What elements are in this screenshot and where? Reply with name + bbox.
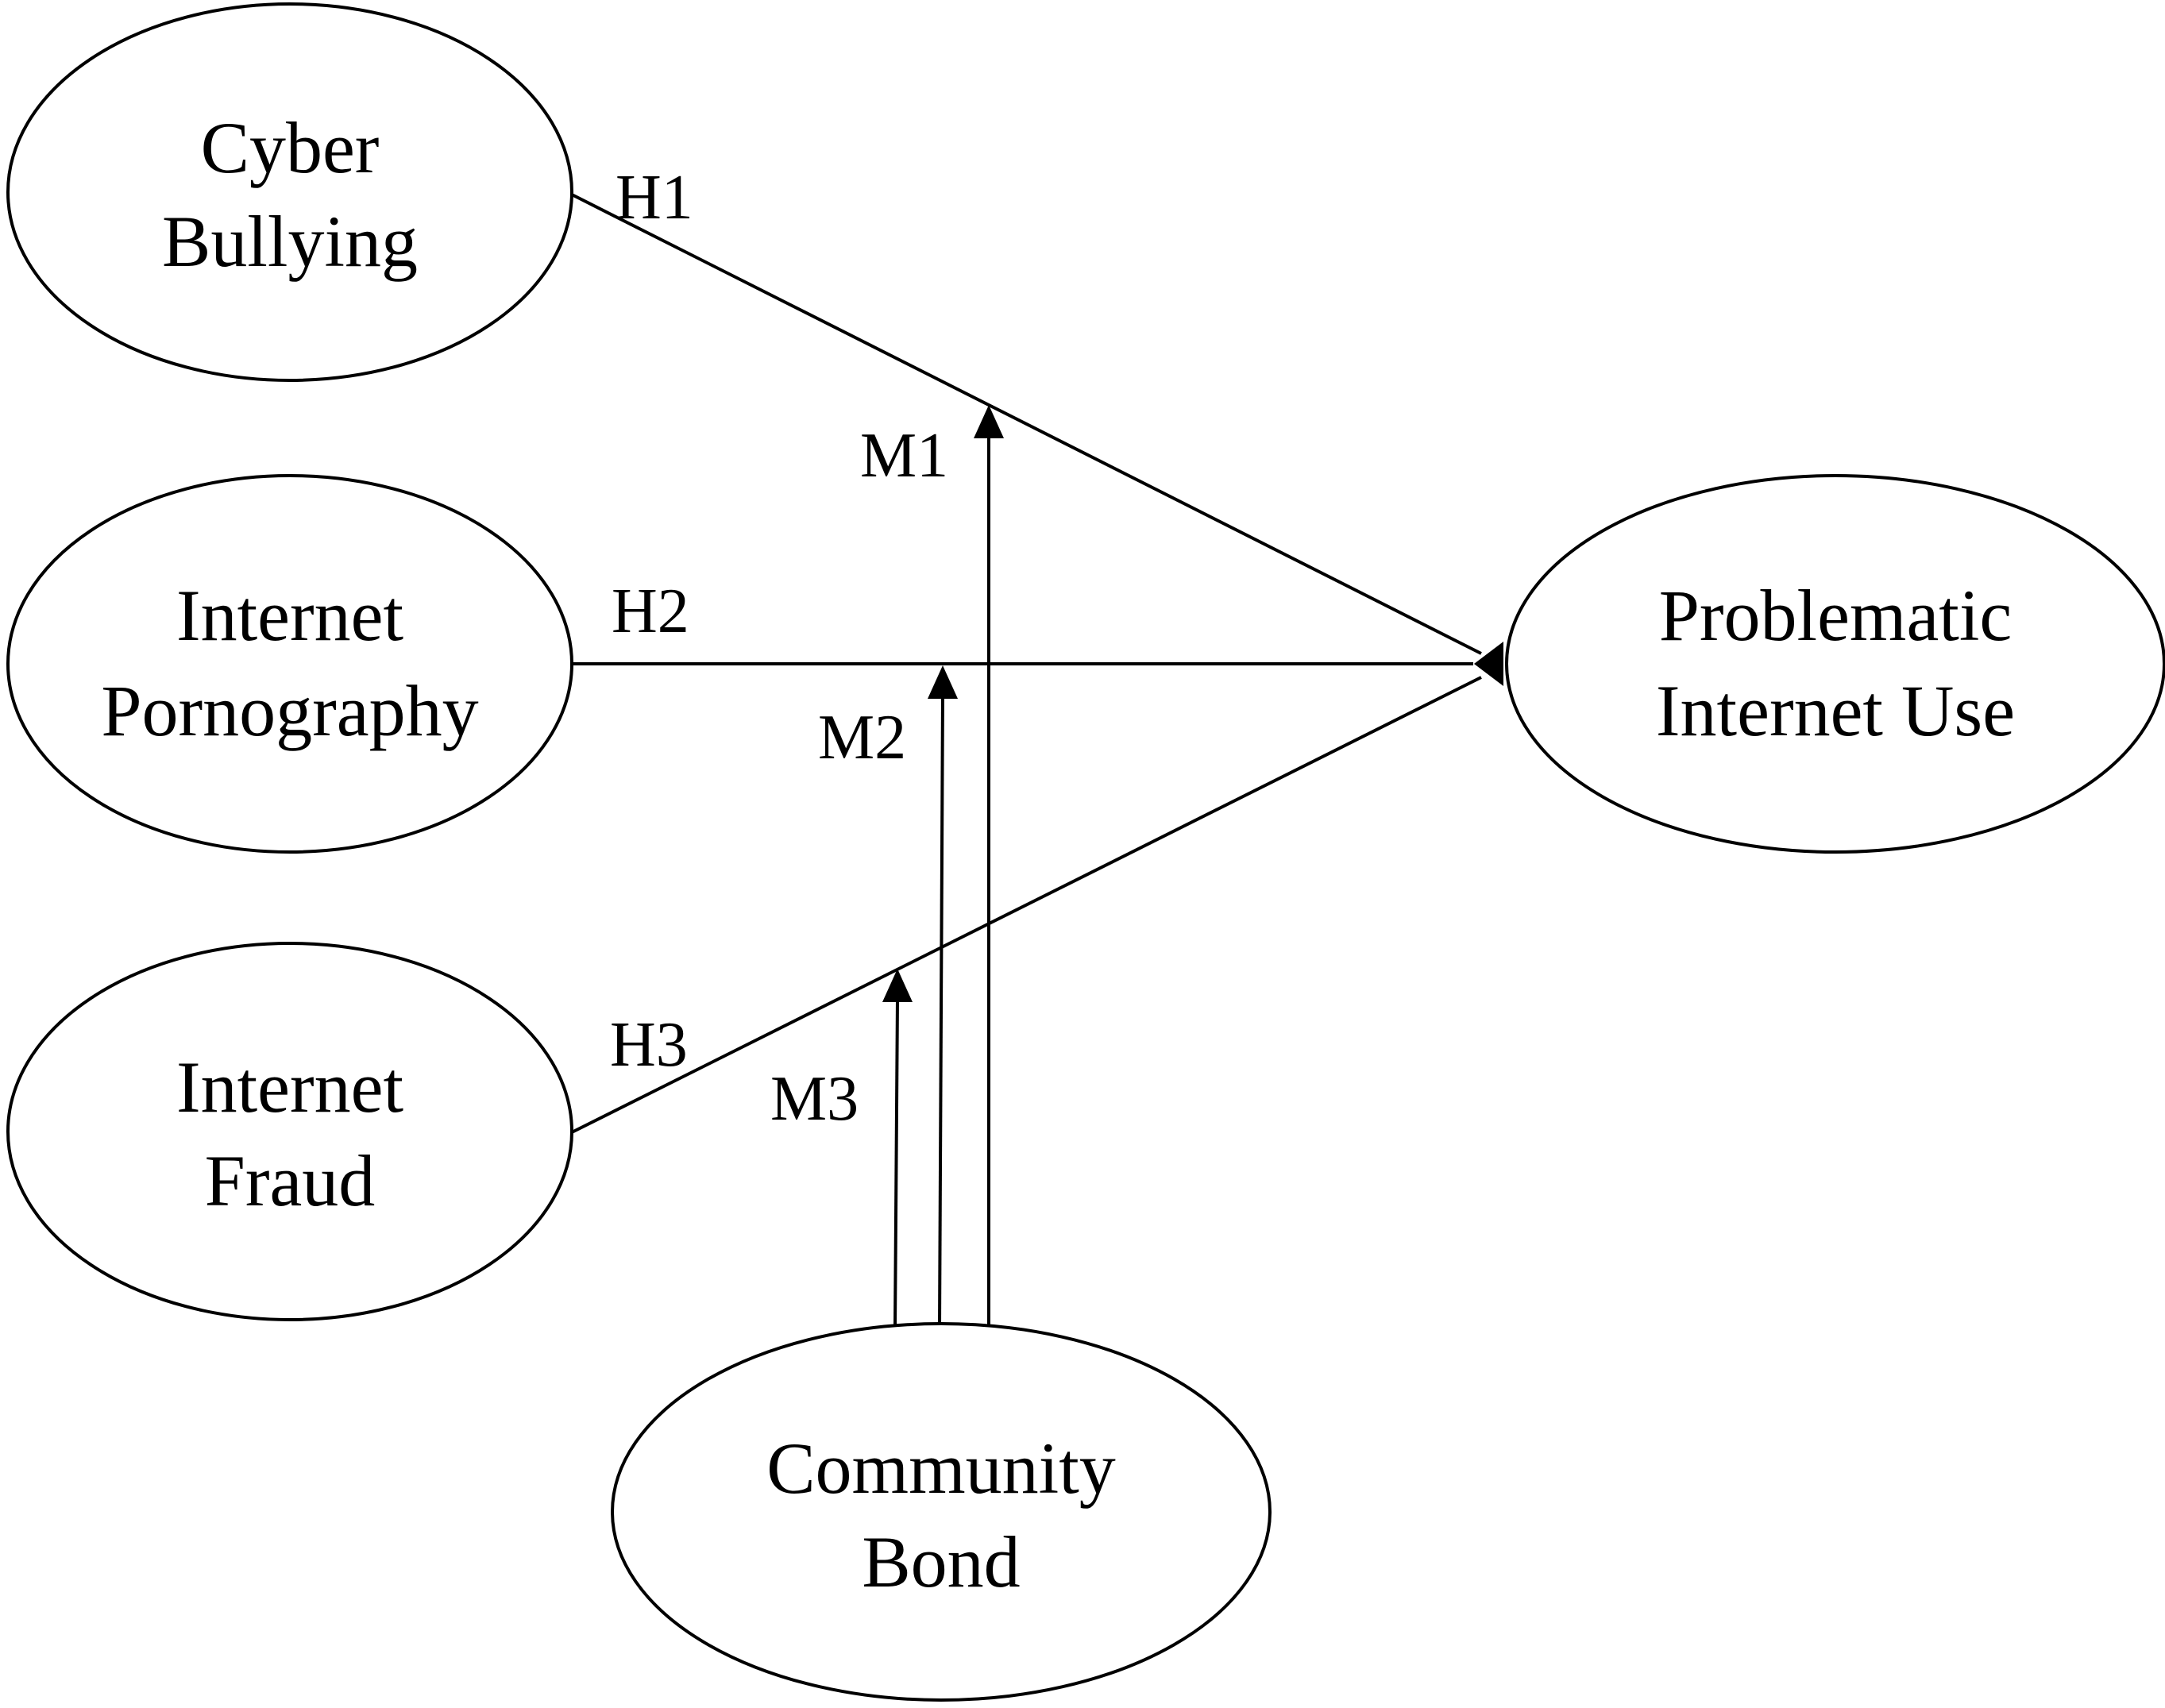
node-internet-fraud <box>6 942 573 1321</box>
edge-label-m3: M3 <box>770 1064 859 1134</box>
node-internet-pornography <box>6 474 573 854</box>
node-cyber-bullying-label-2: Bullying <box>162 201 418 282</box>
edge-m3 <box>893 998 899 1328</box>
node-community-bond <box>611 1322 1272 1702</box>
node-community-bond-label-1: Community <box>766 1428 1116 1509</box>
node-community-bond-label-2: Bond <box>862 1521 1020 1602</box>
edge-m1-arrowhead <box>974 405 1004 438</box>
node-internet-fraud-label-2: Fraud <box>205 1140 376 1221</box>
edge-m2 <box>938 694 944 1328</box>
edge-label-h3: H3 <box>610 1010 688 1080</box>
node-cyber-bullying <box>6 2 573 382</box>
node-problematic-internet-use-label-1: Problematic <box>1659 575 2013 656</box>
edge-label-m1: M1 <box>860 421 948 491</box>
edge-label-h2: H2 <box>612 576 689 646</box>
node-cyber-bullying-label-1: Cyber <box>201 107 380 188</box>
node-internet-pornography-label-2: Pornography <box>101 670 478 751</box>
node-problematic-internet-use-label-2: Internet Use <box>1656 670 2015 751</box>
node-internet-fraud-label-1: Internet <box>176 1047 404 1128</box>
edge-h3 <box>569 676 1482 1135</box>
edge-m3-arrowhead <box>882 969 913 1002</box>
edge-h1 <box>571 193 1482 655</box>
edge-label-h1: H1 <box>616 163 693 233</box>
node-problematic-internet-use <box>1505 474 2165 854</box>
edge-arrowhead-target <box>1474 642 1503 686</box>
edge-label-m2: M2 <box>818 703 906 773</box>
edge-m2-arrowhead <box>928 665 958 699</box>
node-internet-pornography-label-1: Internet <box>176 575 404 656</box>
